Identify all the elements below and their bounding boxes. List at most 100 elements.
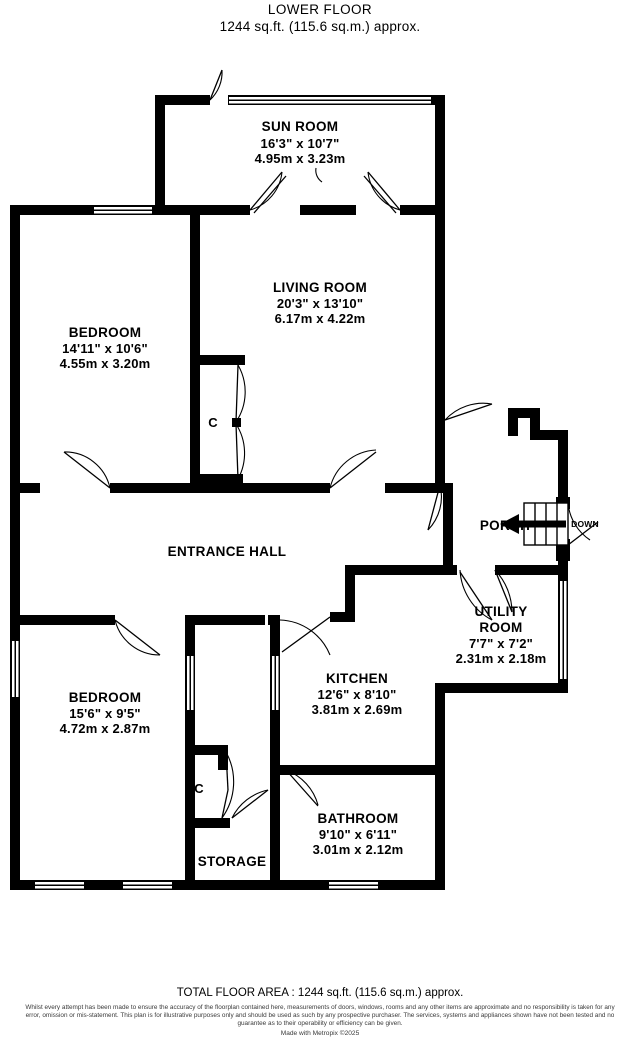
- wall-cupboard-hall-bottom: [185, 818, 230, 828]
- door-leaf2-cupboard-hall: [221, 789, 229, 819]
- window-bottom-1: [34, 880, 86, 890]
- window-interior-kitchen: [270, 655, 280, 713]
- window-interior-kitchen-inner: [272, 656, 275, 712]
- door-leaf2-sunroom-bottom-left: [253, 175, 287, 214]
- wall-storage-right: [270, 820, 280, 890]
- door-swing-bedroom2: [114, 619, 161, 656]
- wall-kitchen-top-left-vert: [345, 565, 355, 620]
- disclaimer-text: Whilst every attempt has been made to en…: [25, 1004, 615, 1028]
- wall-porch-top: [508, 408, 540, 418]
- door-leaf-sunroom-bottom-right: [367, 171, 401, 211]
- wall-bottom-mid: [172, 880, 330, 890]
- room-dim-metric-bedroom-1: 4.55m x 3.20m: [60, 356, 151, 371]
- room-dim-metric-bathroom: 3.01m x 2.12m: [313, 842, 404, 857]
- window-left-lower: [10, 640, 20, 698]
- room-label-bathroom: BATHROOM: [318, 811, 399, 826]
- wall-bedroom1-left: [10, 205, 20, 490]
- window-sunroom-top-inner2: [229, 101, 431, 104]
- window-bottom-2-inner2: [123, 886, 173, 889]
- door-swing-cupboard-living-top: [235, 364, 246, 423]
- wall-kitchen-top-left-stub: [330, 612, 355, 622]
- wall-bedroom2-top-left: [10, 615, 115, 625]
- plan-header: LOWER FLOOR 1244 sq.ft. (115.6 sq.m.) ap…: [0, 0, 640, 35]
- wall-hall-top-left: [10, 483, 40, 493]
- room-labels-group: SUN ROOM 16'3" x 10'7" 4.95m x 3.23m LIV…: [60, 119, 599, 869]
- wall-bedroom1-top-left: [10, 205, 95, 215]
- window-utility-right: [558, 580, 568, 680]
- door-swing-porch-top: [444, 402, 493, 421]
- window-bedroom1-top: [93, 205, 155, 215]
- window-utility-right-inner2: [564, 581, 567, 679]
- wall-kitchen-left-upper: [270, 615, 280, 660]
- wall-hall-top-right: [385, 483, 445, 493]
- wall-bedroom2-right-lower: [185, 710, 195, 890]
- room-label-bedroom-2: BEDROOM: [69, 690, 142, 705]
- window-interior-bedroom2-inner2: [191, 656, 194, 712]
- wall-bedroom2-right: [185, 615, 195, 660]
- total-floor-area: TOTAL FLOOR AREA : 1244 sq.ft. (115.6 sq…: [176, 987, 464, 999]
- wall-sunroom-bottom-right: [400, 205, 445, 215]
- wall-cupboard-hall-top: [185, 745, 225, 755]
- door-leaf-porch-bottom: [459, 571, 493, 621]
- wall-porch-bottom: [435, 683, 568, 693]
- cupboard-label-hall: C: [194, 781, 204, 796]
- room-dim-imperial-bathroom: 9'10" x 6'11": [319, 827, 397, 842]
- window-bottom-3-inner2: [329, 886, 379, 889]
- wall-bottom-left-2: [84, 880, 124, 890]
- wall-sunroom-top-left-stub: [155, 95, 210, 105]
- room-label-storage: STORAGE: [198, 854, 267, 869]
- wall-cupboard-living-stub-mid: [232, 418, 241, 427]
- plan-footer: TOTAL FLOOR AREA : 1244 sq.ft. (115.6 sq…: [0, 986, 640, 1038]
- door-leaf-porch-outer: [567, 521, 599, 546]
- window-bottom-2: [122, 880, 174, 890]
- door-leaf-porch-top: [444, 403, 493, 421]
- room-dim-imperial-sun-room: 16'3" x 10'7": [261, 136, 340, 151]
- room-label-living-room: LIVING ROOM: [273, 280, 367, 295]
- door-swing-sunroom-bottom-right: [367, 171, 401, 211]
- window-bottom-3-inner: [329, 882, 379, 885]
- door-leaf-hall-kitchen: [281, 616, 331, 653]
- wall-bottom-right: [378, 880, 445, 890]
- door-swing-sunroom-bottom-left: [249, 171, 283, 211]
- door-leaf2-sunroom-bottom-right: [363, 175, 397, 214]
- door-leaf-cupboard-living-bottom: [235, 423, 239, 480]
- wall-sunroom-right: [435, 95, 445, 212]
- door-leaf-sunroom-bottom-left: [249, 171, 283, 211]
- room-dim-imperial-kitchen: 12'6" x 8'10": [318, 687, 397, 702]
- room-label-kitchen: KITCHEN: [326, 671, 388, 686]
- wall-porch-upper-right-vert: [530, 408, 540, 438]
- door-swing-sunroom-centre: [315, 167, 323, 183]
- wall-kitchen-top: [345, 565, 450, 575]
- door-leaf-storage: [231, 789, 269, 819]
- cupboard-label-living: C: [208, 415, 218, 430]
- made-with-credit: Made with Metropix ©2025: [280, 1030, 360, 1038]
- floor-area-subtitle: 1244 sq.ft. (115.6 sq.m.) approx.: [219, 19, 421, 34]
- wall-storage-left: [185, 820, 195, 890]
- door-swing-sunroom-top-left: [209, 69, 223, 101]
- room-dim-metric-kitchen: 3.81m x 2.69m: [312, 702, 403, 717]
- wall-utility-top-left: [435, 565, 457, 575]
- door-swing-bathroom: [285, 769, 319, 806]
- wall-porch-step-right: [530, 430, 568, 440]
- door-leaf-livingroom: [329, 451, 377, 489]
- door-swing-storage: [231, 789, 269, 819]
- wall-sunroom-bottom-mid: [300, 205, 356, 215]
- wall-porch-right-vert-upper: [558, 430, 568, 503]
- door-leaf-porch-hall: [427, 484, 441, 531]
- window-interior-kitchen-inner2: [276, 656, 279, 712]
- window-sunroom-top: [228, 95, 432, 105]
- wall-porch-top-left-vert: [508, 408, 518, 436]
- wall-kitchen-bottom: [270, 765, 445, 775]
- window-interior-bedroom2: [185, 655, 195, 713]
- window-sunroom-top-inner: [229, 97, 431, 100]
- window-bottom-1-inner2: [35, 886, 85, 889]
- window-bottom-2-inner: [123, 882, 173, 885]
- wall-sunroom-left: [155, 95, 165, 212]
- wall-kitchen-left-lower: [270, 710, 280, 890]
- doors-group: [63, 69, 599, 819]
- room-label-bedroom-1: BEDROOM: [69, 325, 142, 340]
- door-swing-cupboard-living-bottom: [235, 423, 246, 480]
- room-dim-metric-living-room: 6.17m x 4.22m: [275, 311, 366, 326]
- window-left-lower-inner2: [16, 641, 19, 697]
